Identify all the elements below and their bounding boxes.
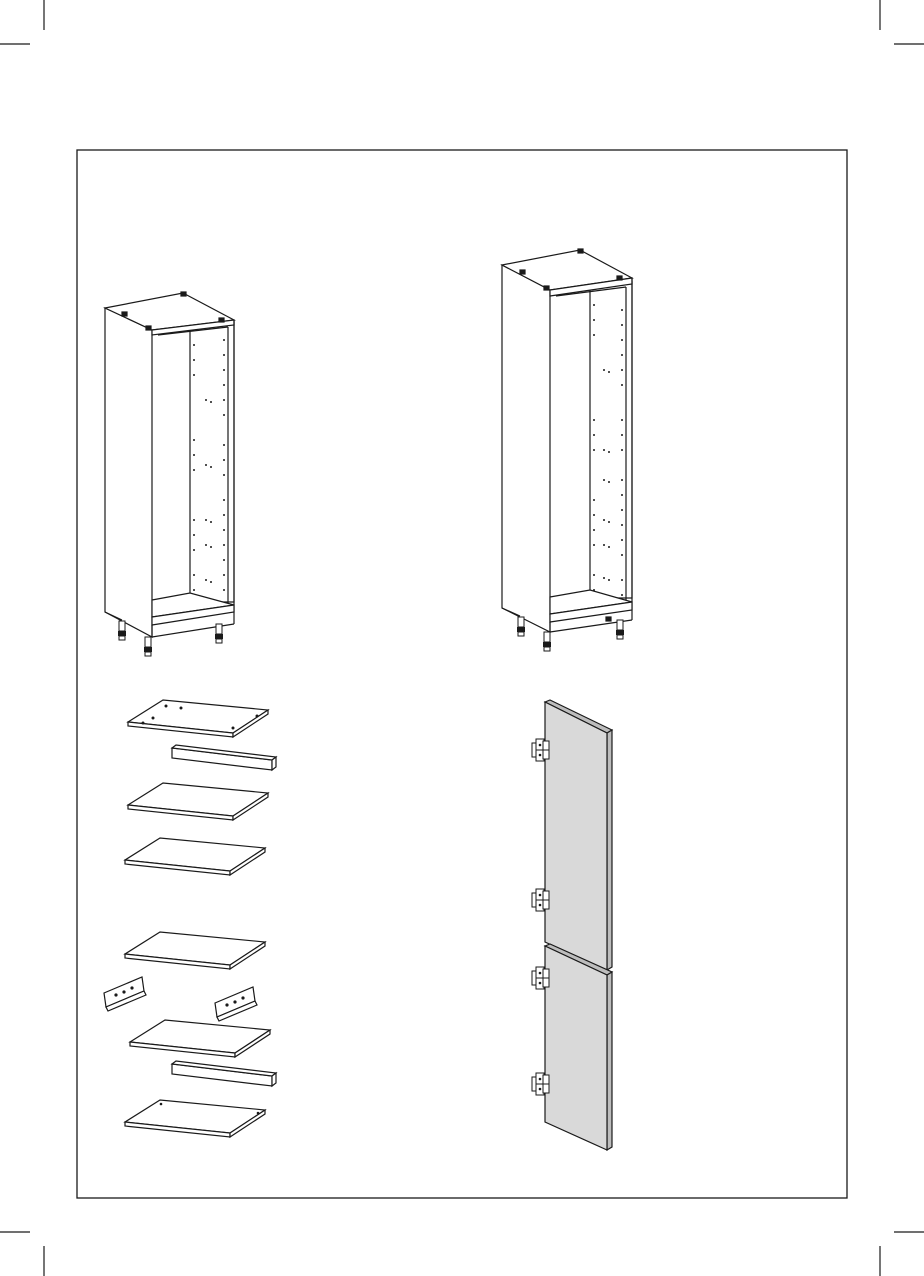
bottom-panel-part (125, 1100, 265, 1137)
hinge-1 (532, 739, 549, 761)
shelf-part-2 (125, 838, 265, 875)
lower-door (545, 944, 612, 1150)
top-panel-part (128, 700, 268, 737)
rail-part-upper (172, 745, 276, 770)
upper-door (545, 700, 612, 970)
hinge-3 (532, 967, 549, 989)
cabinet-carcass-left (105, 292, 234, 637)
shelf-part-1 (128, 783, 268, 820)
two-door-set (532, 700, 612, 1150)
bracket-part-right (215, 987, 257, 1021)
cabinet-carcass-right (502, 249, 632, 632)
panel-parts-stack (104, 700, 276, 1137)
hinge-2 (532, 889, 549, 911)
rail-part-lower (172, 1061, 276, 1086)
shelf-part-4 (130, 1020, 270, 1057)
hinge-4 (532, 1073, 549, 1095)
shelf-part-3 (125, 932, 265, 969)
bracket-part-left (104, 977, 146, 1011)
